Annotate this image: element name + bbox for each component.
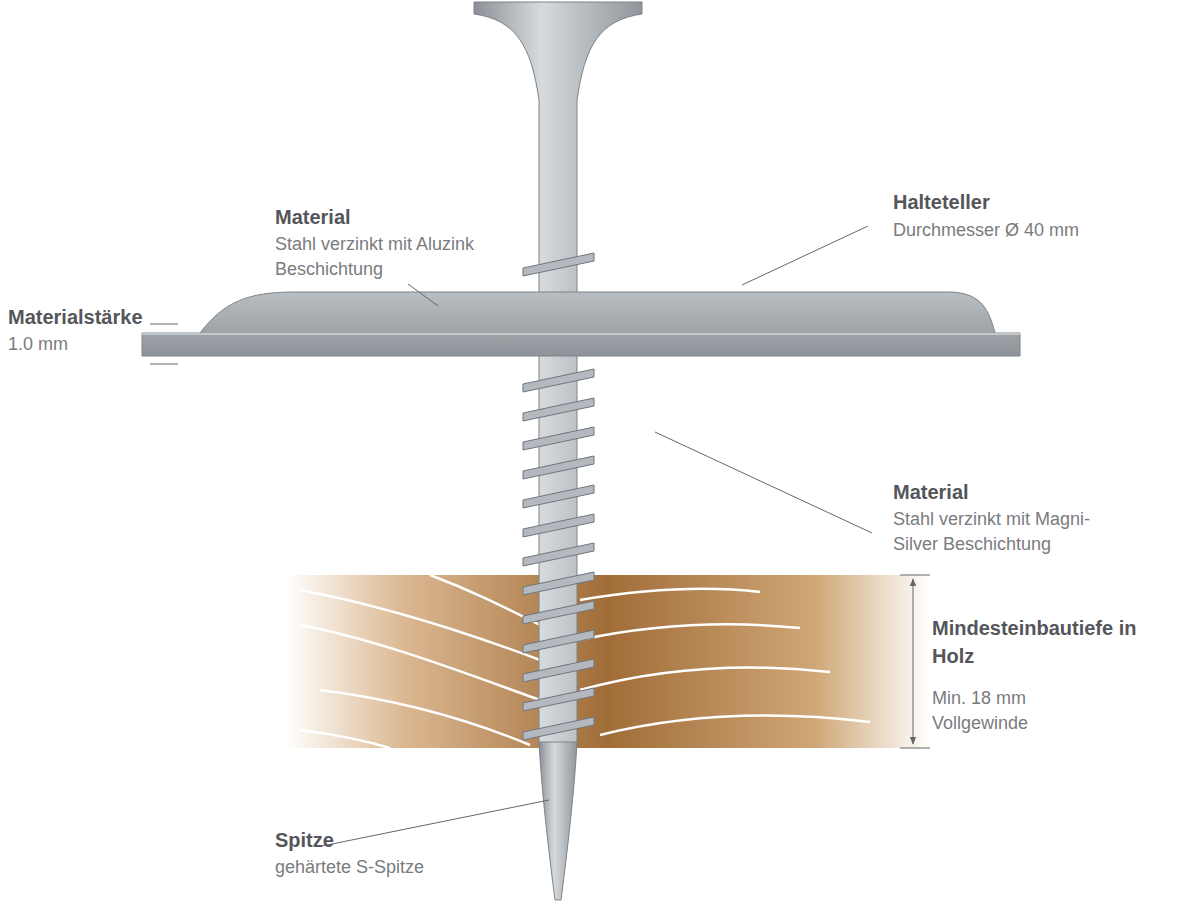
callout-heading: Mindesteinbautiefe in Holz	[932, 614, 1144, 670]
dimension-value: Min. 18 mm Vollgewinde	[932, 686, 1057, 736]
screw-shank	[474, 2, 642, 745]
callout-text: Durchmesser Ø 40 mm	[893, 218, 1079, 243]
wood-grain	[300, 575, 870, 748]
wood-block	[285, 575, 930, 748]
leader-lines	[150, 226, 930, 846]
callout-heading: Material	[893, 478, 969, 506]
dimension-value: 1.0 mm	[8, 332, 68, 357]
screw-tip	[539, 742, 577, 900]
retaining-washer	[142, 292, 1020, 356]
callout-heading: Material	[275, 203, 351, 231]
callout-heading: Materialstärke	[8, 303, 143, 331]
callout-heading: Spitze	[275, 826, 334, 854]
callout-heading: Halteteller	[893, 188, 990, 216]
callout-text: Stahl verzinkt mit Magni-Silver Beschich…	[893, 507, 1133, 557]
callout-text: gehärtete S-Spitze	[275, 855, 424, 880]
callout-text: Stahl verzinkt mit Aluzink Beschichtung	[275, 232, 480, 282]
